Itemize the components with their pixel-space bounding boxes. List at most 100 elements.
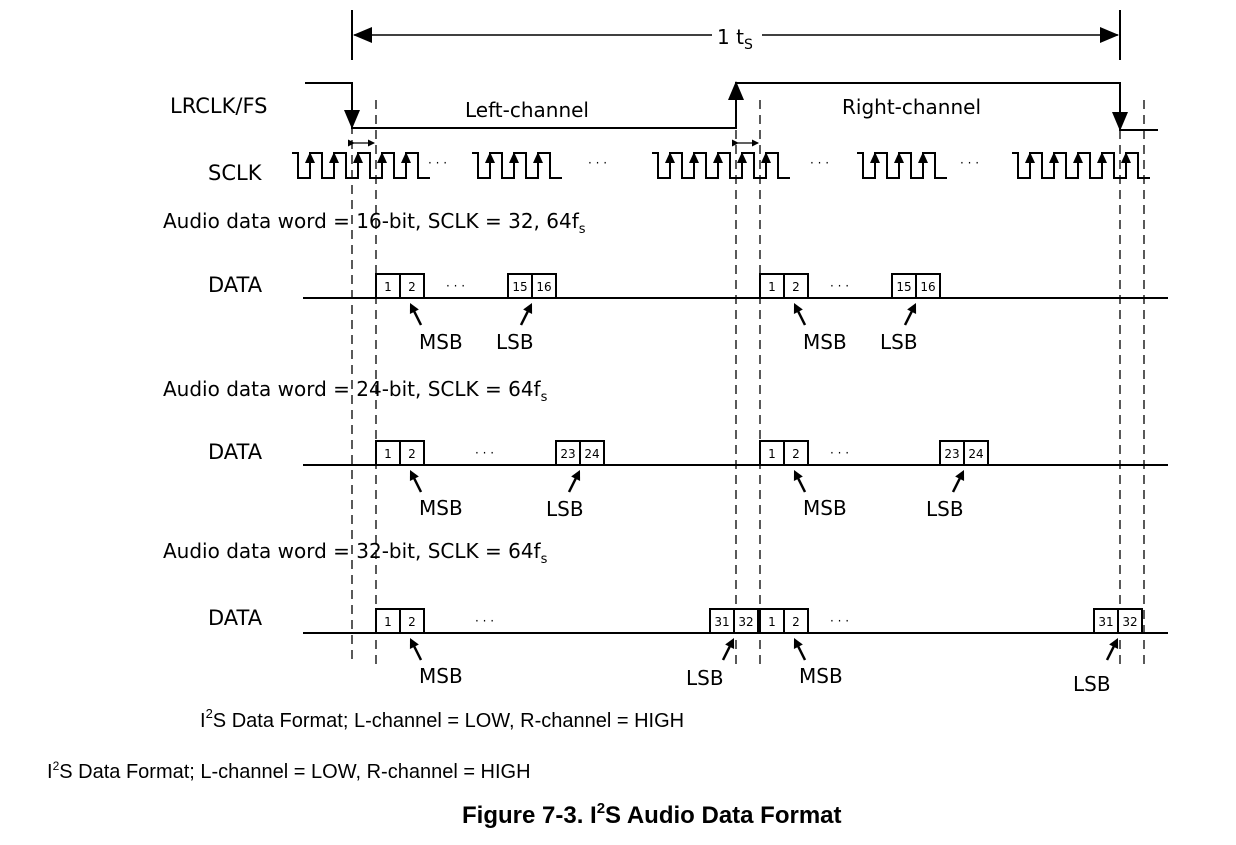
bit-label: 1 (768, 280, 776, 294)
bit-label: 23 (944, 447, 959, 461)
msb-arrow-icon (793, 470, 803, 481)
lrclk-waveform (305, 82, 1158, 131)
bit-label: 1 (384, 280, 392, 294)
msb-arrow-icon (793, 638, 803, 649)
section-16-bit: Audio data word = 16-bit, SCLK = 32, 64f… (163, 209, 1168, 354)
bit-box (399, 608, 425, 634)
msb-label: MSB (803, 496, 847, 520)
msb-label: MSB (419, 496, 463, 520)
bit-label: 23 (560, 447, 575, 461)
bit-label: 1 (768, 615, 776, 629)
falling-edge-arrow-icon (1112, 112, 1128, 131)
bit-label: 2 (408, 615, 416, 629)
lsb-label: LSB (686, 666, 724, 690)
bit-label: 24 (968, 447, 983, 461)
lsb-label: LSB (1073, 672, 1111, 696)
ellipsis: · · · (830, 279, 849, 293)
period-dimension: 1 tS (351, 10, 1121, 60)
bit-box (915, 273, 941, 299)
sclk-burst (1012, 152, 1150, 179)
section-heading: Audio data word = 32-bit, SCLK = 64fs (163, 539, 548, 567)
data-label: DATA (208, 273, 263, 297)
bit-label: 2 (408, 280, 416, 294)
ellipsis: · · · (475, 614, 494, 628)
sclk-ellipsis-2: · · · (588, 156, 607, 170)
bit-box (399, 440, 425, 466)
section-24-bit: Audio data word = 24-bit, SCLK = 64fs DA… (163, 377, 1168, 521)
bit-label: 16 (536, 280, 551, 294)
bit-label: 2 (408, 447, 416, 461)
lsb-arrow-icon (907, 303, 917, 314)
data-label: DATA (208, 440, 263, 464)
sclk-ellipsis-4: · · · (960, 156, 979, 170)
period-label: 1 tS (717, 25, 753, 53)
lsb-arrow-icon (955, 470, 965, 481)
lsb-arrow-icon (1109, 638, 1119, 649)
ellipsis: · · · (830, 614, 849, 628)
bit-label: 32 (738, 615, 753, 629)
left-channel-label: Left-channel (465, 98, 589, 122)
bit-label: 1 (384, 615, 392, 629)
bit-box (579, 440, 605, 466)
sclk-burst (652, 152, 790, 179)
data-label: DATA (208, 606, 263, 630)
bit-box (555, 440, 581, 466)
bit-box (939, 440, 965, 466)
lsb-arrow-icon (725, 638, 735, 649)
rising-edge-arrow-icon (728, 81, 744, 100)
bit-box (963, 440, 989, 466)
dashed-guides (351, 95, 1145, 665)
section-32-bit: Audio data word = 32-bit, SCLK = 64fs DA… (163, 539, 1168, 696)
msb-arrow-icon (409, 638, 419, 649)
bit-label: 2 (792, 447, 800, 461)
sclk-burst (857, 152, 947, 179)
bit-label: 31 (1098, 615, 1113, 629)
bit-label: 2 (792, 280, 800, 294)
bit-box (783, 273, 809, 299)
bit-label: 31 (714, 615, 729, 629)
arrowhead-right-icon (1100, 27, 1119, 43)
arrowhead-left-icon (353, 27, 372, 43)
msb-label: MSB (419, 330, 463, 354)
msb-label: MSB (803, 330, 847, 354)
sclk-waveform (292, 152, 1150, 179)
lsb-label: LSB (496, 330, 534, 354)
bit-label: 2 (792, 615, 800, 629)
msb-arrow-icon (793, 303, 803, 314)
bit-box (1117, 608, 1143, 634)
sclk-burst (472, 152, 562, 179)
bit-box (759, 273, 785, 299)
sclk-ellipsis-1: · · · (428, 156, 447, 170)
msb-label: MSB (799, 664, 843, 688)
sclk-burst (292, 152, 430, 179)
bit-box (399, 273, 425, 299)
bit-label: 24 (584, 447, 599, 461)
ellipsis: · · · (475, 446, 494, 460)
bit-label: 15 (512, 280, 527, 294)
lsb-label: LSB (926, 497, 964, 521)
bit-box (759, 608, 785, 634)
ellipsis: · · · (446, 279, 465, 293)
sclk-label: SCLK (208, 161, 263, 185)
msb-arrow-icon (409, 303, 419, 314)
section-heading: Audio data word = 16-bit, SCLK = 32, 64f… (163, 209, 586, 237)
format-note: I2S Data Format; L-channel = LOW, R-chan… (200, 706, 684, 732)
bit-label: 15 (896, 280, 911, 294)
section-heading: Audio data word = 24-bit, SCLK = 64fs (163, 377, 548, 405)
figure-caption: Figure 7-3. I2S Audio Data Format (462, 800, 842, 829)
sclk-ellipsis-3: · · · (810, 156, 829, 170)
msb-label: MSB (419, 664, 463, 688)
bit-box (783, 608, 809, 634)
bit-box (733, 608, 759, 634)
bit-box (531, 273, 557, 299)
lrclk-label: LRCLK/FS (170, 94, 268, 118)
bit-label: 16 (920, 280, 935, 294)
format-note-secondary: I2S Data Format; L-channel = LOW, R-chan… (47, 759, 531, 783)
right-channel-label: Right-channel (842, 95, 981, 119)
msb-arrow-icon (409, 470, 419, 481)
bit-label: 1 (768, 447, 776, 461)
bit-box (783, 440, 809, 466)
ellipsis: · · · (830, 446, 849, 460)
lsb-label: LSB (546, 497, 584, 521)
